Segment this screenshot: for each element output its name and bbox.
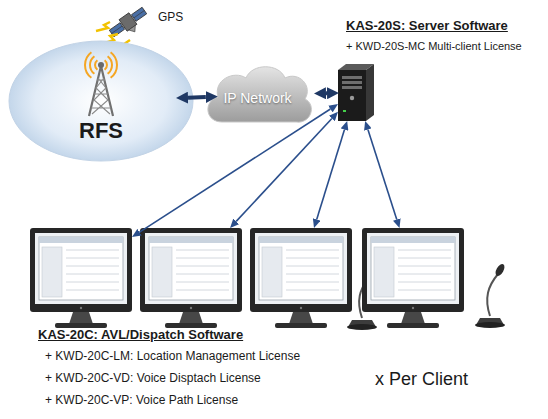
node-text: RFS [8,118,194,143]
network-cloud: IP Network [200,62,315,128]
node-shape [140,228,242,312]
client-monitor [140,228,242,312]
satellite-label: GPS [158,11,183,25]
node-shape [362,228,464,312]
monitor-icon [362,228,464,328]
license-item: + KWD-20C-VD: Voice Disptach License [45,372,261,386]
client-monitor [30,228,132,312]
server-tower [338,64,374,121]
node-shape [8,40,194,162]
satellite-icon [108,5,152,44]
license-item: + KWD-20C-VP: Voice Path License [45,394,238,408]
radio-site-ellipse: RFS [8,40,194,162]
connector-arrow [368,130,397,220]
ellipse-outline [9,41,193,161]
connector-arrow [317,130,345,220]
tower-icon [85,52,117,116]
per-client-note: x Per Client [375,369,468,390]
node-text: IP Network [200,90,315,106]
client-monitor [362,228,464,312]
node-text: KAS-20S: Server Software [346,19,546,34]
connector-arrow [236,118,332,221]
client-monitor [250,228,352,312]
node-shape [30,228,132,312]
node-text: + KWD-20S-MC Multi-client License [346,40,546,53]
monitor-icon [140,228,242,328]
monitor-icon [250,228,352,328]
connector-arrow [188,95,206,100]
license-item: + KWD-20C-LM: Location Management Licens… [45,350,300,364]
microphone-icon [475,263,506,328]
connector-arrow [324,91,329,95]
node-shape [250,228,352,312]
server-icon: KAS-20S: Server Software+ KWD-20S-MC Mul… [338,64,374,121]
node-shape [338,64,374,121]
monitor-icon [30,228,132,328]
software-heading: KAS-20C: AVL/Dispatch Software [38,328,243,343]
connector-arrow [140,109,331,232]
